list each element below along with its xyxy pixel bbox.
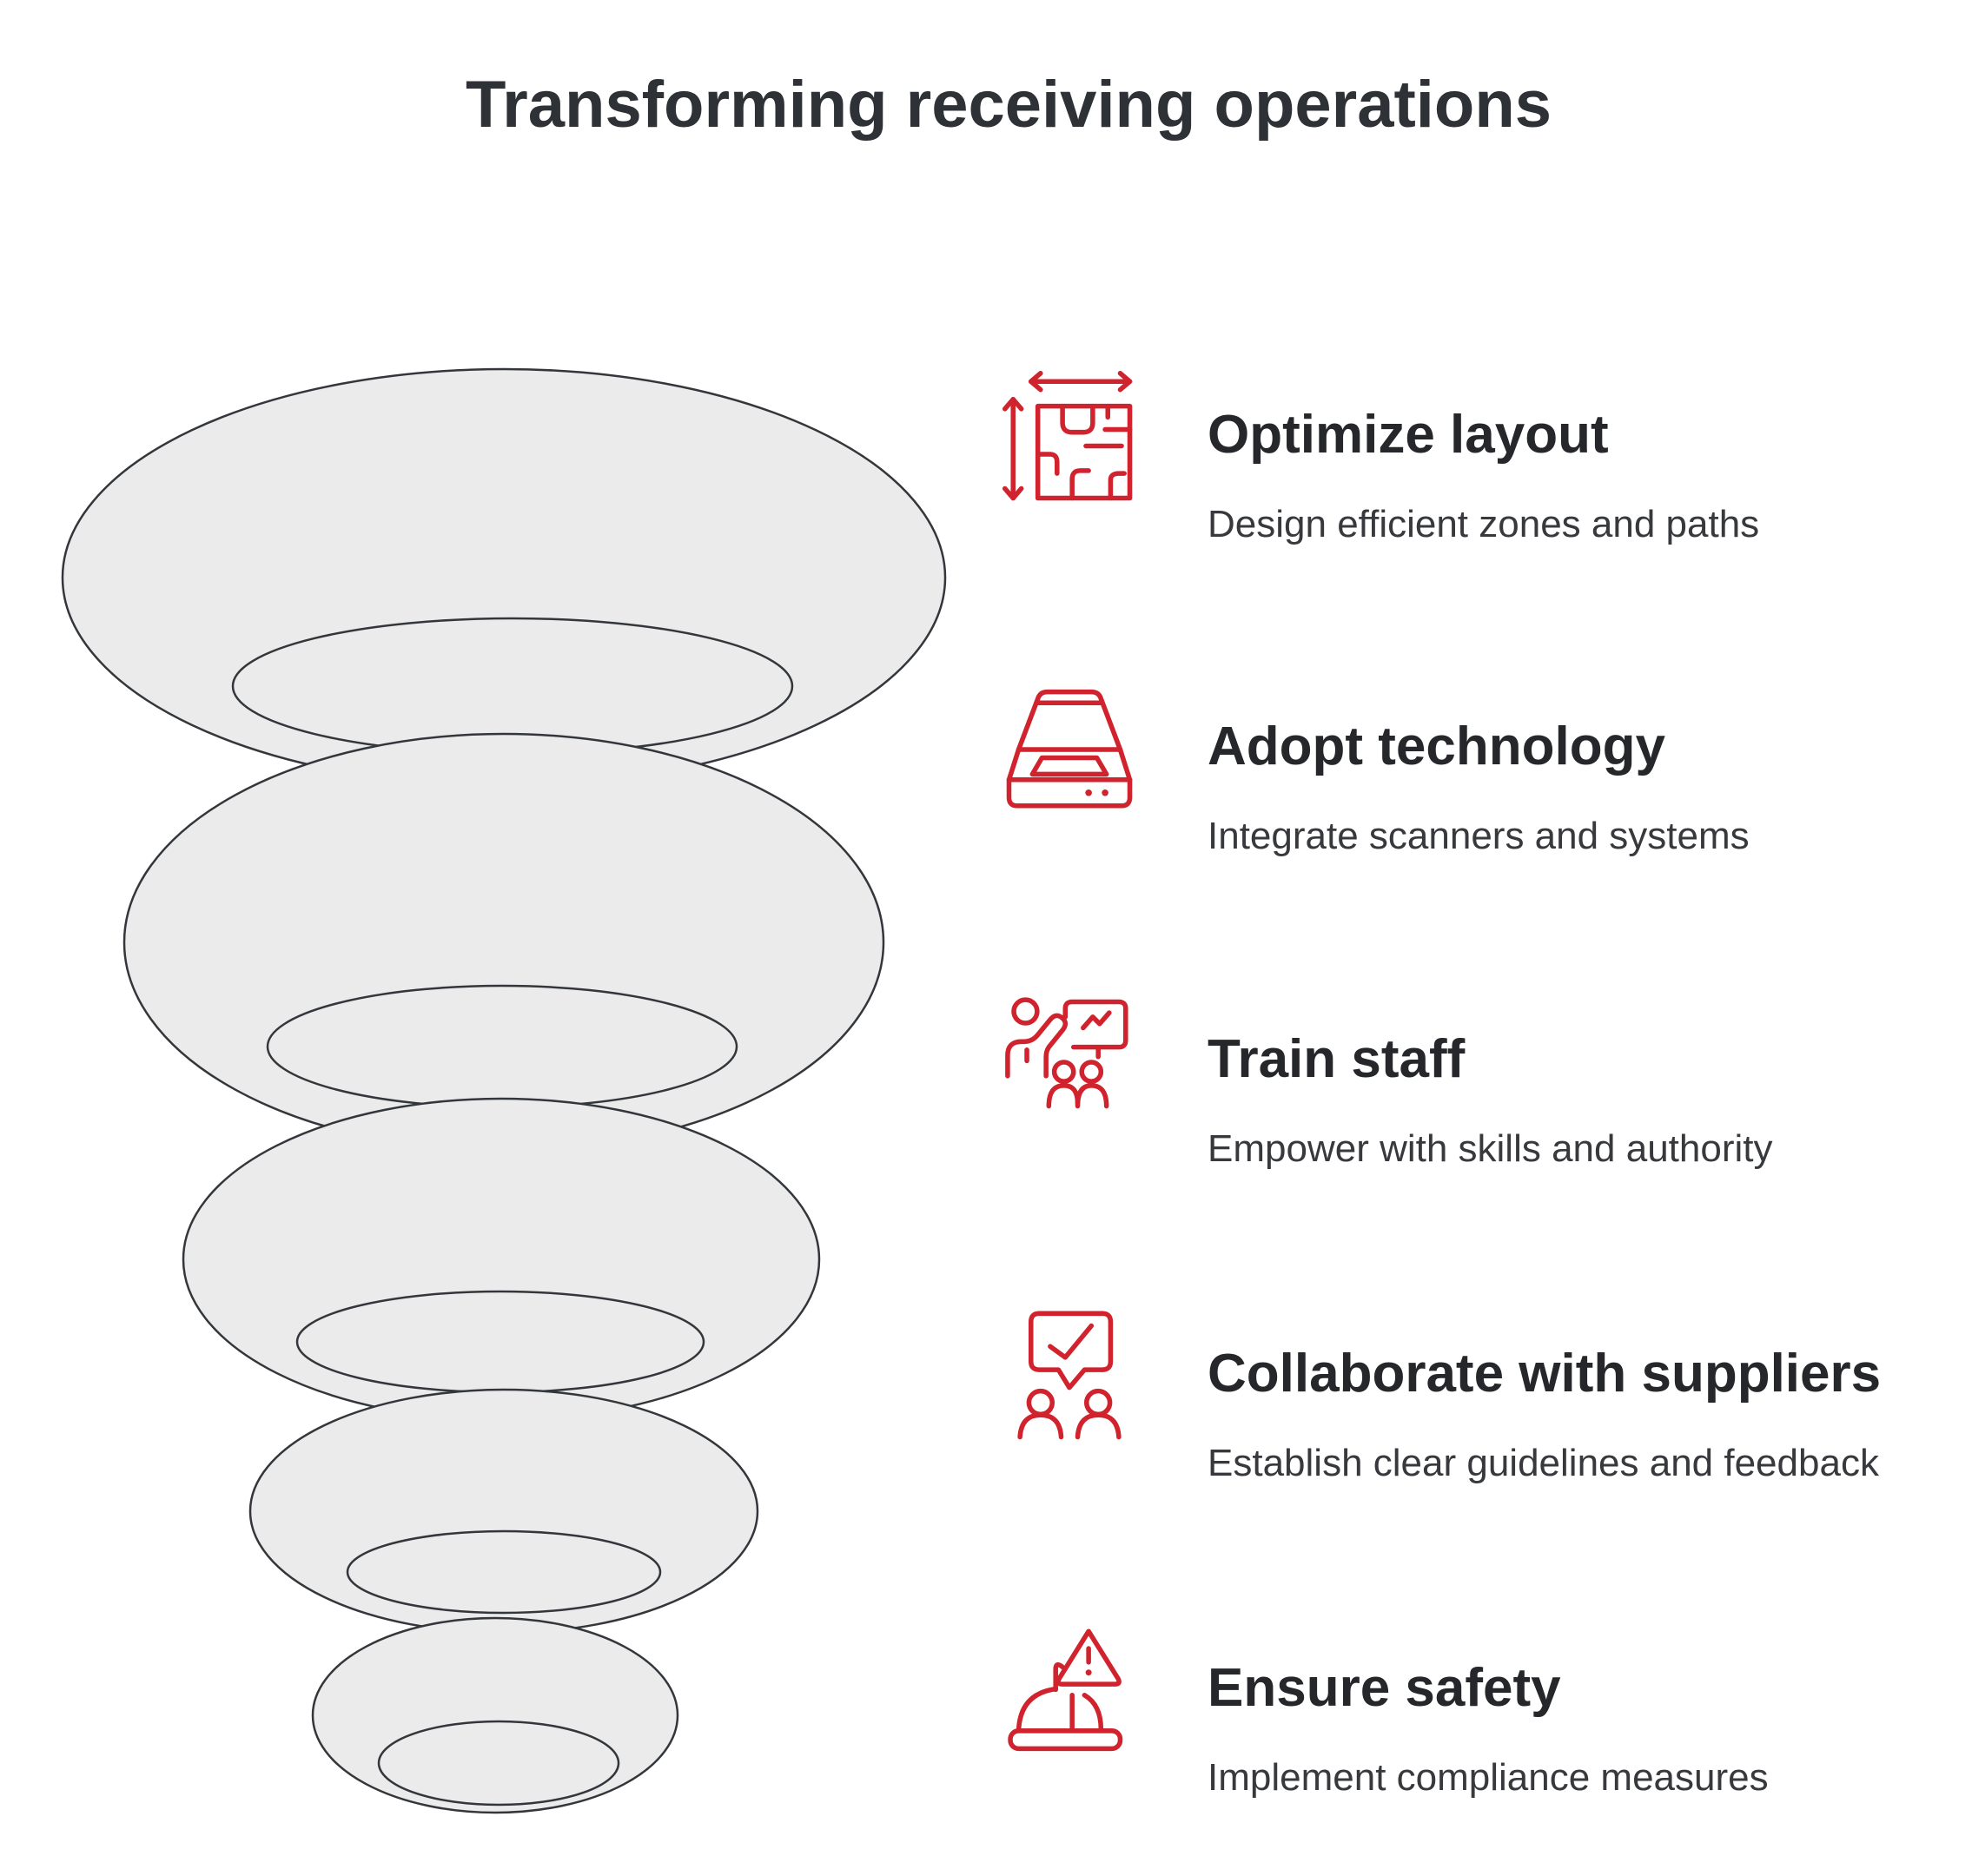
item-title: Optimize layout [1208,405,1609,465]
item-description: Empower with skills and authority [1208,1127,1773,1170]
item-title: Collaborate with suppliers [1208,1344,1882,1404]
funnel-layer-2 [122,732,885,1153]
row-collaborate-suppliers: Collaborate with suppliers Establish cle… [1001,1308,1965,1489]
funnel-layer-4 [248,1388,759,1635]
training-presentation-icon [1001,994,1138,1143]
item-description: Integrate scanners and systems [1208,815,1750,857]
item-description: Implement compliance measures [1208,1756,1769,1799]
funnel-layer-5 [311,1616,679,1814]
item-title: Ensure safety [1208,1658,1561,1718]
item-description: Design efficient zones and paths [1208,503,1760,545]
scanner-icon [1001,681,1138,830]
funnel-layer-1 [61,367,947,788]
feedback-bubble-people-icon [1001,1308,1138,1457]
row-optimize-layout: Optimize layout Design efficient zones a… [1001,369,1965,550]
row-adopt-technology: Adopt technology Integrate scanners and … [1001,681,1965,862]
item-description: Establish clear guidelines and feedback [1208,1442,1879,1484]
page-title: Transforming receiving operations [465,68,1552,142]
funnel-layer-3 [182,1097,821,1422]
row-train-staff: Train staff Empower with skills and auth… [1001,994,1965,1174]
funnel-diagram [61,367,947,1814]
item-text: Optimize layout Design efficient zones a… [1208,369,1759,550]
item-text: Collaborate with suppliers Establish cle… [1208,1308,1881,1489]
row-ensure-safety: Ensure safety Implement compliance measu… [1001,1622,1965,1803]
item-title: Train staff [1208,1029,1466,1089]
item-text: Adopt technology Integrate scanners and … [1208,681,1750,862]
hard-hat-warning-icon [1001,1622,1138,1772]
resize-floor-plan-icon [1001,369,1138,519]
item-text: Train staff Empower with skills and auth… [1208,994,1772,1174]
item-text: Ensure safety Implement compliance measu… [1208,1622,1769,1803]
item-title: Adopt technology [1208,717,1665,776]
